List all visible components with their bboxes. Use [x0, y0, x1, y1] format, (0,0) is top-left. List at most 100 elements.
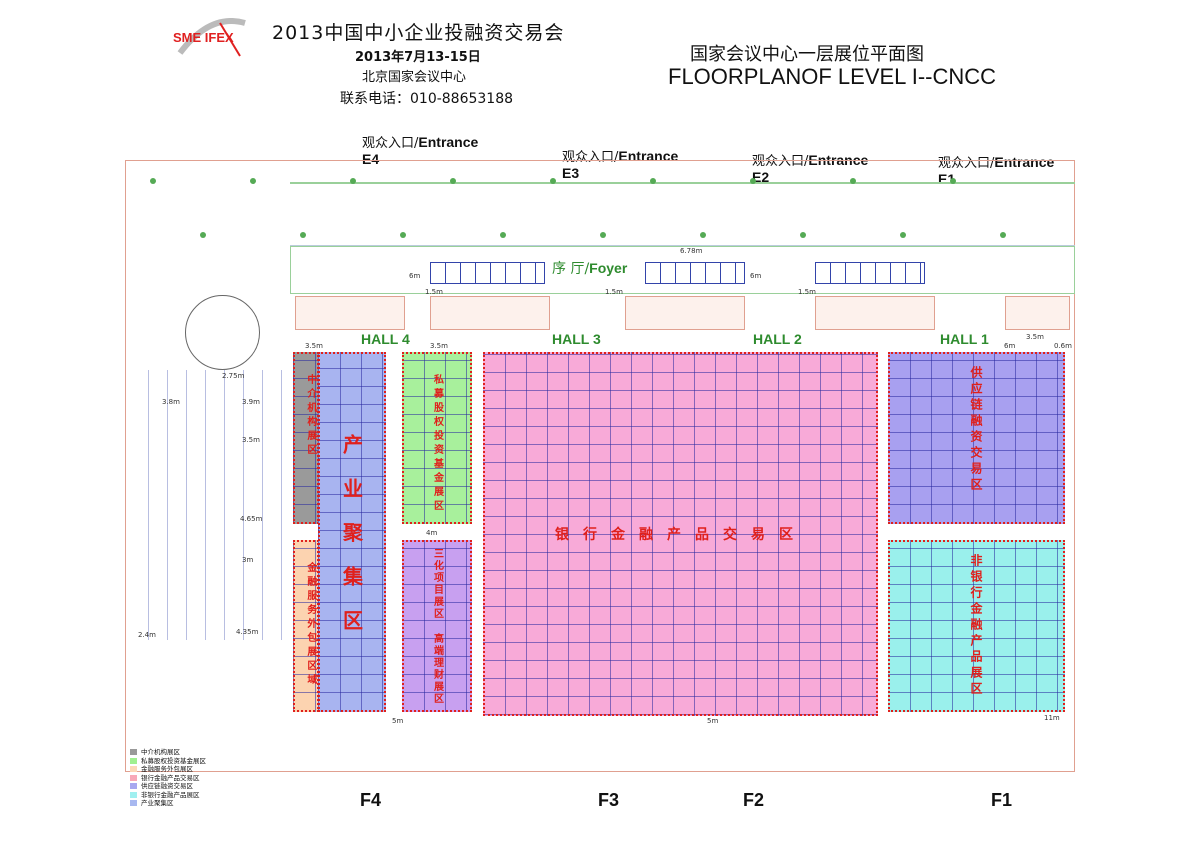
plan-title-en: FLOORPLANOF LEVEL I--CNCC: [668, 64, 997, 89]
dimension-label: 5m: [392, 717, 404, 725]
dimension-label: 11m: [1044, 714, 1060, 722]
tree-icon: [800, 232, 806, 238]
entrance-label-cn: 观众入口/: [562, 150, 619, 165]
tree-icon: [950, 178, 956, 184]
round-atrium: [185, 295, 260, 370]
tree-icon: [300, 232, 306, 238]
tree-icon: [500, 232, 506, 238]
zone-label: 三化项目展区 高端理财展区: [430, 548, 445, 705]
legend-label: 供应链融资交易区: [141, 782, 193, 790]
hall-3-label: HALL 3: [552, 331, 601, 347]
tree-icon: [600, 232, 606, 238]
entrance-code: E3: [562, 165, 580, 181]
service-area: [295, 296, 405, 330]
zone-private-equity: 私募股权投资基金展区: [402, 352, 472, 524]
zone-nonbank: 非银行金融产品展区: [888, 540, 1065, 712]
zone-label: 产业聚集区: [339, 434, 364, 654]
legend-swatch: [130, 800, 137, 806]
foyer-label: 序 厅/Foyer: [552, 258, 627, 278]
tree-icon: [550, 178, 556, 184]
legend-label: 非银行金融产品展区: [141, 790, 200, 799]
dimension-label: 6m: [750, 272, 762, 280]
tree-icon: [350, 178, 356, 184]
zone-supply-chain: 供应链融资交易区: [888, 352, 1065, 524]
legend-item: 中介机构展区: [130, 748, 206, 757]
zone-sanhua-wealth: 三化项目展区 高端理财展区: [402, 540, 472, 712]
legend-swatch: [130, 791, 137, 798]
logo: [170, 18, 250, 58]
hall-1-label: HALL 1: [940, 331, 989, 347]
hall-4-label: HALL 4: [361, 331, 410, 347]
legend-item: 非银行金融产品展区: [130, 791, 206, 800]
dimension-label: 3.5m: [242, 436, 260, 444]
entrance-label-en: Entrance: [418, 134, 479, 150]
zone-label: 中介机构展区: [304, 374, 316, 458]
zone-intermediary: 中介机构展区: [293, 352, 319, 524]
legend-item: 银行金融产品交易区: [130, 774, 206, 783]
event-phone: 联系电话：010-88653188: [340, 91, 514, 107]
plan-title-cn: 国家会议中心一层展位平面图: [690, 44, 924, 65]
tree-icon: [250, 178, 256, 184]
zone-label-wealth: 高端理财展区: [431, 633, 443, 705]
dimension-label: 3m: [242, 556, 254, 564]
legend-item: 产业聚集区: [130, 799, 206, 808]
legend-item: 金融服务外包展区: [130, 765, 206, 774]
entrance-label-cn: 观众入口/: [362, 136, 419, 151]
service-area: [815, 296, 935, 330]
foyer-label-cn: 序 厅/: [552, 261, 590, 277]
exit-f4: F4: [360, 790, 382, 810]
entrance-label-cn: 观众入口/: [752, 154, 809, 169]
legend-label: 中介机构展区: [141, 748, 180, 756]
exit-f3: F3: [598, 790, 620, 810]
entrance-corridor: [290, 182, 1075, 246]
zone-label-bank: 银行金融产品交易区: [555, 527, 807, 543]
tree-icon: [700, 232, 706, 238]
legend-swatch: [130, 766, 137, 772]
event-date: 2013年7月13-15日: [355, 50, 481, 65]
entrance-code: E4: [362, 151, 380, 167]
dimension-label: 4.35m: [236, 628, 259, 636]
dimension-label: 2.75m: [222, 372, 245, 380]
legend-swatch: [130, 774, 137, 781]
foyer-booths: [430, 262, 545, 284]
zone-label: 私募股权投资基金展区: [431, 374, 443, 514]
exit-f1: F1: [991, 790, 1013, 810]
dimension-label: 4m: [426, 529, 438, 537]
legend-label: 私募股权投资基金展区: [141, 756, 206, 765]
foyer: [290, 246, 1075, 294]
zone-label: 金融服务外包展区域: [304, 562, 316, 688]
tree-icon: [400, 232, 406, 238]
event-venue: 北京国家会议中心: [362, 70, 467, 85]
dimension-label: 4.65m: [240, 515, 263, 523]
tree-icon: [450, 178, 456, 184]
service-area: [1005, 296, 1070, 330]
tree-icon: [850, 178, 856, 184]
dimension-label: 3.8m: [162, 398, 180, 406]
dimension-label: 1.5m: [798, 288, 816, 296]
entrance-code: E2: [752, 169, 770, 185]
dimension-label: 6m: [1004, 342, 1016, 350]
dimension-label: 1.5m: [425, 288, 443, 296]
event-title: 2013中国中小企业投融资交易会: [272, 22, 565, 44]
dimension-label: 5m: [707, 717, 719, 725]
legend-label: 产业聚集区: [141, 799, 174, 807]
legend: 中介机构展区 私募股权投资基金展区 金融服务外包展区 银行金融产品交易区 供应链…: [130, 748, 206, 808]
legend-item: 供应链融资交易区: [130, 782, 206, 791]
logo-text: SME IFEX: [173, 30, 234, 45]
tree-icon: [1000, 232, 1006, 238]
dimension-label: 3.5m: [430, 342, 448, 350]
zone-outsourcing: 金融服务外包展区域: [293, 540, 319, 712]
zone-label: 供应链融资交易区: [969, 366, 983, 494]
hall-2-label: HALL 2: [753, 331, 802, 347]
exit-f2: F2: [743, 790, 765, 810]
foyer-label-en: Foyer: [589, 260, 628, 276]
foyer-booths: [815, 262, 925, 284]
tree-icon: [900, 232, 906, 238]
dimension-label: 3.5m: [305, 342, 323, 350]
legend-swatch: [130, 783, 137, 789]
legend-swatch: [130, 757, 137, 764]
dimension-label: 2.4m: [138, 631, 156, 639]
dimension-label: 3.5m: [1026, 333, 1044, 341]
